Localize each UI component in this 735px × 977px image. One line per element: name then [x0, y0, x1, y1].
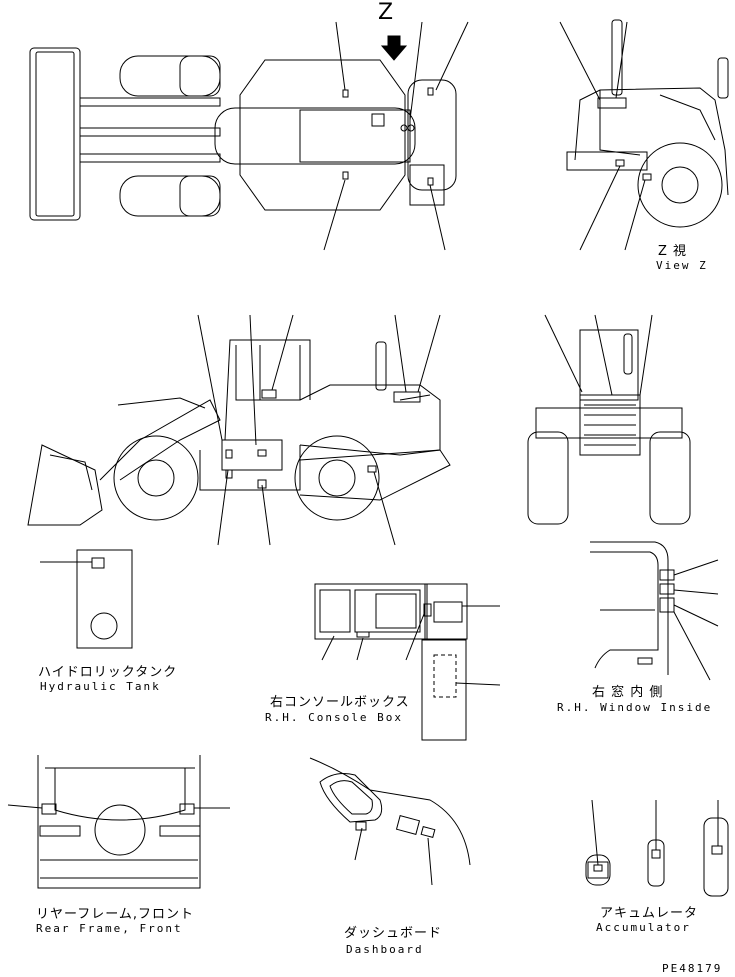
part-number: PE48179	[662, 962, 723, 975]
dashboard-label-jp: ダッシュボード	[344, 926, 443, 941]
rear-frame-label-jp: リヤーフレーム,フロント	[36, 907, 194, 922]
window-inside-drawing	[590, 541, 719, 681]
view-z-drawing	[559, 19, 729, 251]
rear-frame-drawing	[7, 755, 230, 889]
console-box-label-en: R.H. Console Box	[265, 711, 403, 724]
hydraulic-tank-label-en: Hydraulic Tank	[40, 680, 161, 693]
view-z-label-en: View Z	[656, 259, 708, 272]
side-view	[27, 314, 451, 546]
accumulator-drawing	[585, 799, 729, 897]
dashboard-drawing	[309, 757, 471, 886]
hydraulic-tank-label-jp: ハイドロリックタンク	[38, 665, 178, 680]
dashboard-label-en: Dashboard	[346, 943, 424, 956]
accumulator-label-en: Accumulator	[596, 921, 691, 934]
window-inside-label-en: R.H. Window Inside	[557, 701, 713, 714]
view-z-marker: Z	[378, 0, 394, 25]
rear-view	[527, 314, 691, 525]
window-inside-label-jp: 右 窓 内 側	[592, 685, 664, 700]
view-z-label-jp: Z 視	[658, 244, 688, 259]
rear-frame-label-en: Rear Frame, Front	[36, 922, 183, 935]
console-box-label-jp: 右コンソールボックス	[270, 695, 410, 710]
accumulator-label-jp: アキュムレータ	[600, 906, 699, 921]
top-view	[29, 21, 469, 251]
hydraulic-tank-drawing	[40, 549, 133, 649]
console-box-drawing	[314, 583, 501, 741]
